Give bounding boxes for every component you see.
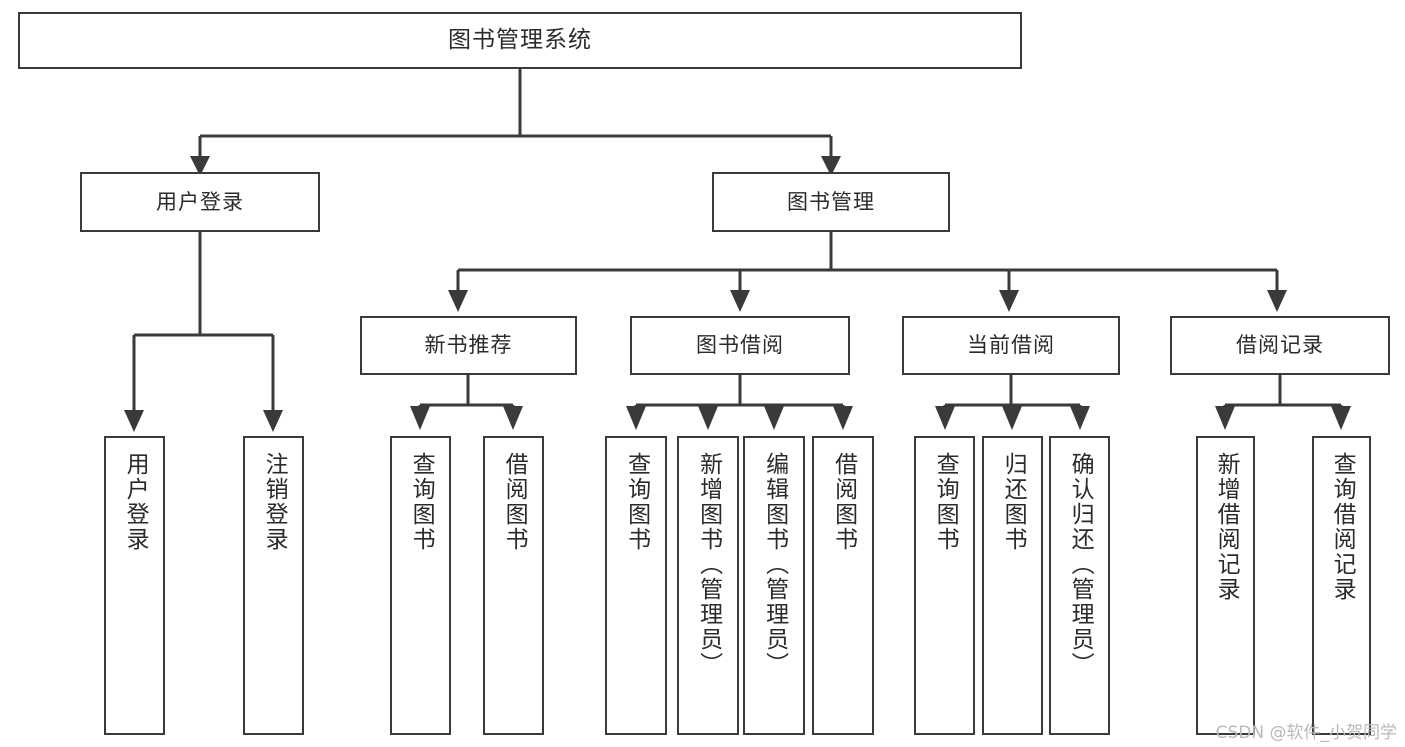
- leaf-borrow-books-label: 借阅图书: [830, 452, 857, 552]
- node-root[interactable]: 图书管理系统: [18, 12, 1022, 69]
- arrowhead-records-leaf-1: [1215, 406, 1235, 430]
- arrowhead-newbook-leaf-1: [410, 406, 430, 430]
- node-book-borrow[interactable]: 图书借阅: [630, 316, 850, 375]
- leaf-query-books-current[interactable]: 查询图书: [914, 436, 975, 735]
- arrowhead-borrow: [730, 290, 750, 312]
- node-new-book-recommend-label: 新书推荐: [424, 333, 513, 358]
- leaf-query-books-borrow[interactable]: 查询图书: [605, 436, 667, 735]
- leaf-confirm-return-admin-label: 确认归还（管理员）: [1067, 452, 1094, 677]
- node-user-login-label: 用户登录: [156, 189, 244, 214]
- node-current-borrow-label: 当前借阅: [967, 333, 1055, 358]
- arrowhead-new-book: [448, 290, 468, 312]
- leaf-edit-book-admin-label: 编辑图书（管理员）: [761, 452, 788, 677]
- arrowhead-leaf-user-login: [124, 410, 144, 432]
- leaf-query-books-newbook[interactable]: 查询图书: [390, 436, 451, 735]
- leaf-add-book-admin[interactable]: 新增图书（管理员）: [677, 436, 739, 735]
- arrowhead-borrow-leaf-3: [764, 406, 784, 430]
- leaf-query-books-current-label: 查询图书: [932, 452, 959, 552]
- leaf-borrow-books-newbook[interactable]: 借阅图书: [483, 436, 544, 735]
- arrowhead-borrow-leaf-1: [626, 406, 646, 430]
- node-borrow-records-label: 借阅记录: [1236, 333, 1324, 358]
- leaf-confirm-return-admin[interactable]: 确认归还（管理员）: [1049, 436, 1110, 735]
- arrowhead-current-leaf-2: [1002, 406, 1022, 430]
- arrowhead-current-leaf-3: [1070, 406, 1090, 430]
- leaf-query-borrow-record-label: 查询借阅记录: [1329, 452, 1356, 602]
- node-user-login[interactable]: 用户登录: [80, 172, 320, 232]
- arrowhead-current: [999, 290, 1019, 312]
- node-borrow-records[interactable]: 借阅记录: [1170, 316, 1390, 375]
- node-book-borrow-label: 图书借阅: [696, 333, 784, 358]
- leaf-user-login[interactable]: 用户登录: [104, 436, 165, 735]
- watermark: CSDN @软件_小贺同学: [1215, 723, 1397, 743]
- arrowhead-borrow-leaf-4: [833, 406, 853, 430]
- node-book-management-label: 图书管理: [787, 189, 875, 214]
- leaf-user-login-label: 用户登录: [122, 452, 149, 552]
- leaf-return-books[interactable]: 归还图书: [982, 436, 1043, 735]
- arrowhead-leaf-logout: [263, 410, 283, 432]
- leaf-edit-book-admin[interactable]: 编辑图书（管理员）: [743, 436, 805, 735]
- leaf-add-borrow-record-label: 新增借阅记录: [1213, 452, 1240, 602]
- leaf-add-borrow-record[interactable]: 新增借阅记录: [1196, 436, 1255, 735]
- node-root-label: 图书管理系统: [448, 27, 592, 54]
- arrowhead-records: [1267, 290, 1287, 312]
- node-new-book-recommend[interactable]: 新书推荐: [360, 316, 577, 375]
- arrowhead-current-leaf-1: [935, 406, 955, 430]
- leaf-query-borrow-record[interactable]: 查询借阅记录: [1312, 436, 1371, 735]
- leaf-borrow-books[interactable]: 借阅图书: [812, 436, 874, 735]
- arrowhead-records-leaf-2: [1331, 406, 1351, 430]
- leaf-logout-label: 注销登录: [261, 452, 288, 552]
- arrowhead-borrow-leaf-2: [698, 406, 718, 430]
- node-book-management[interactable]: 图书管理: [712, 172, 950, 232]
- leaf-logout[interactable]: 注销登录: [243, 436, 304, 735]
- leaf-query-books-newbook-label: 查询图书: [408, 452, 435, 552]
- leaf-borrow-books-newbook-label: 借阅图书: [501, 452, 528, 552]
- leaf-return-books-label: 归还图书: [1000, 452, 1027, 552]
- leaf-add-book-admin-label: 新增图书（管理员）: [695, 452, 722, 677]
- node-current-borrow[interactable]: 当前借阅: [902, 316, 1120, 375]
- leaf-query-books-borrow-label: 查询图书: [623, 452, 650, 552]
- arrowhead-newbook-leaf-2: [503, 406, 523, 430]
